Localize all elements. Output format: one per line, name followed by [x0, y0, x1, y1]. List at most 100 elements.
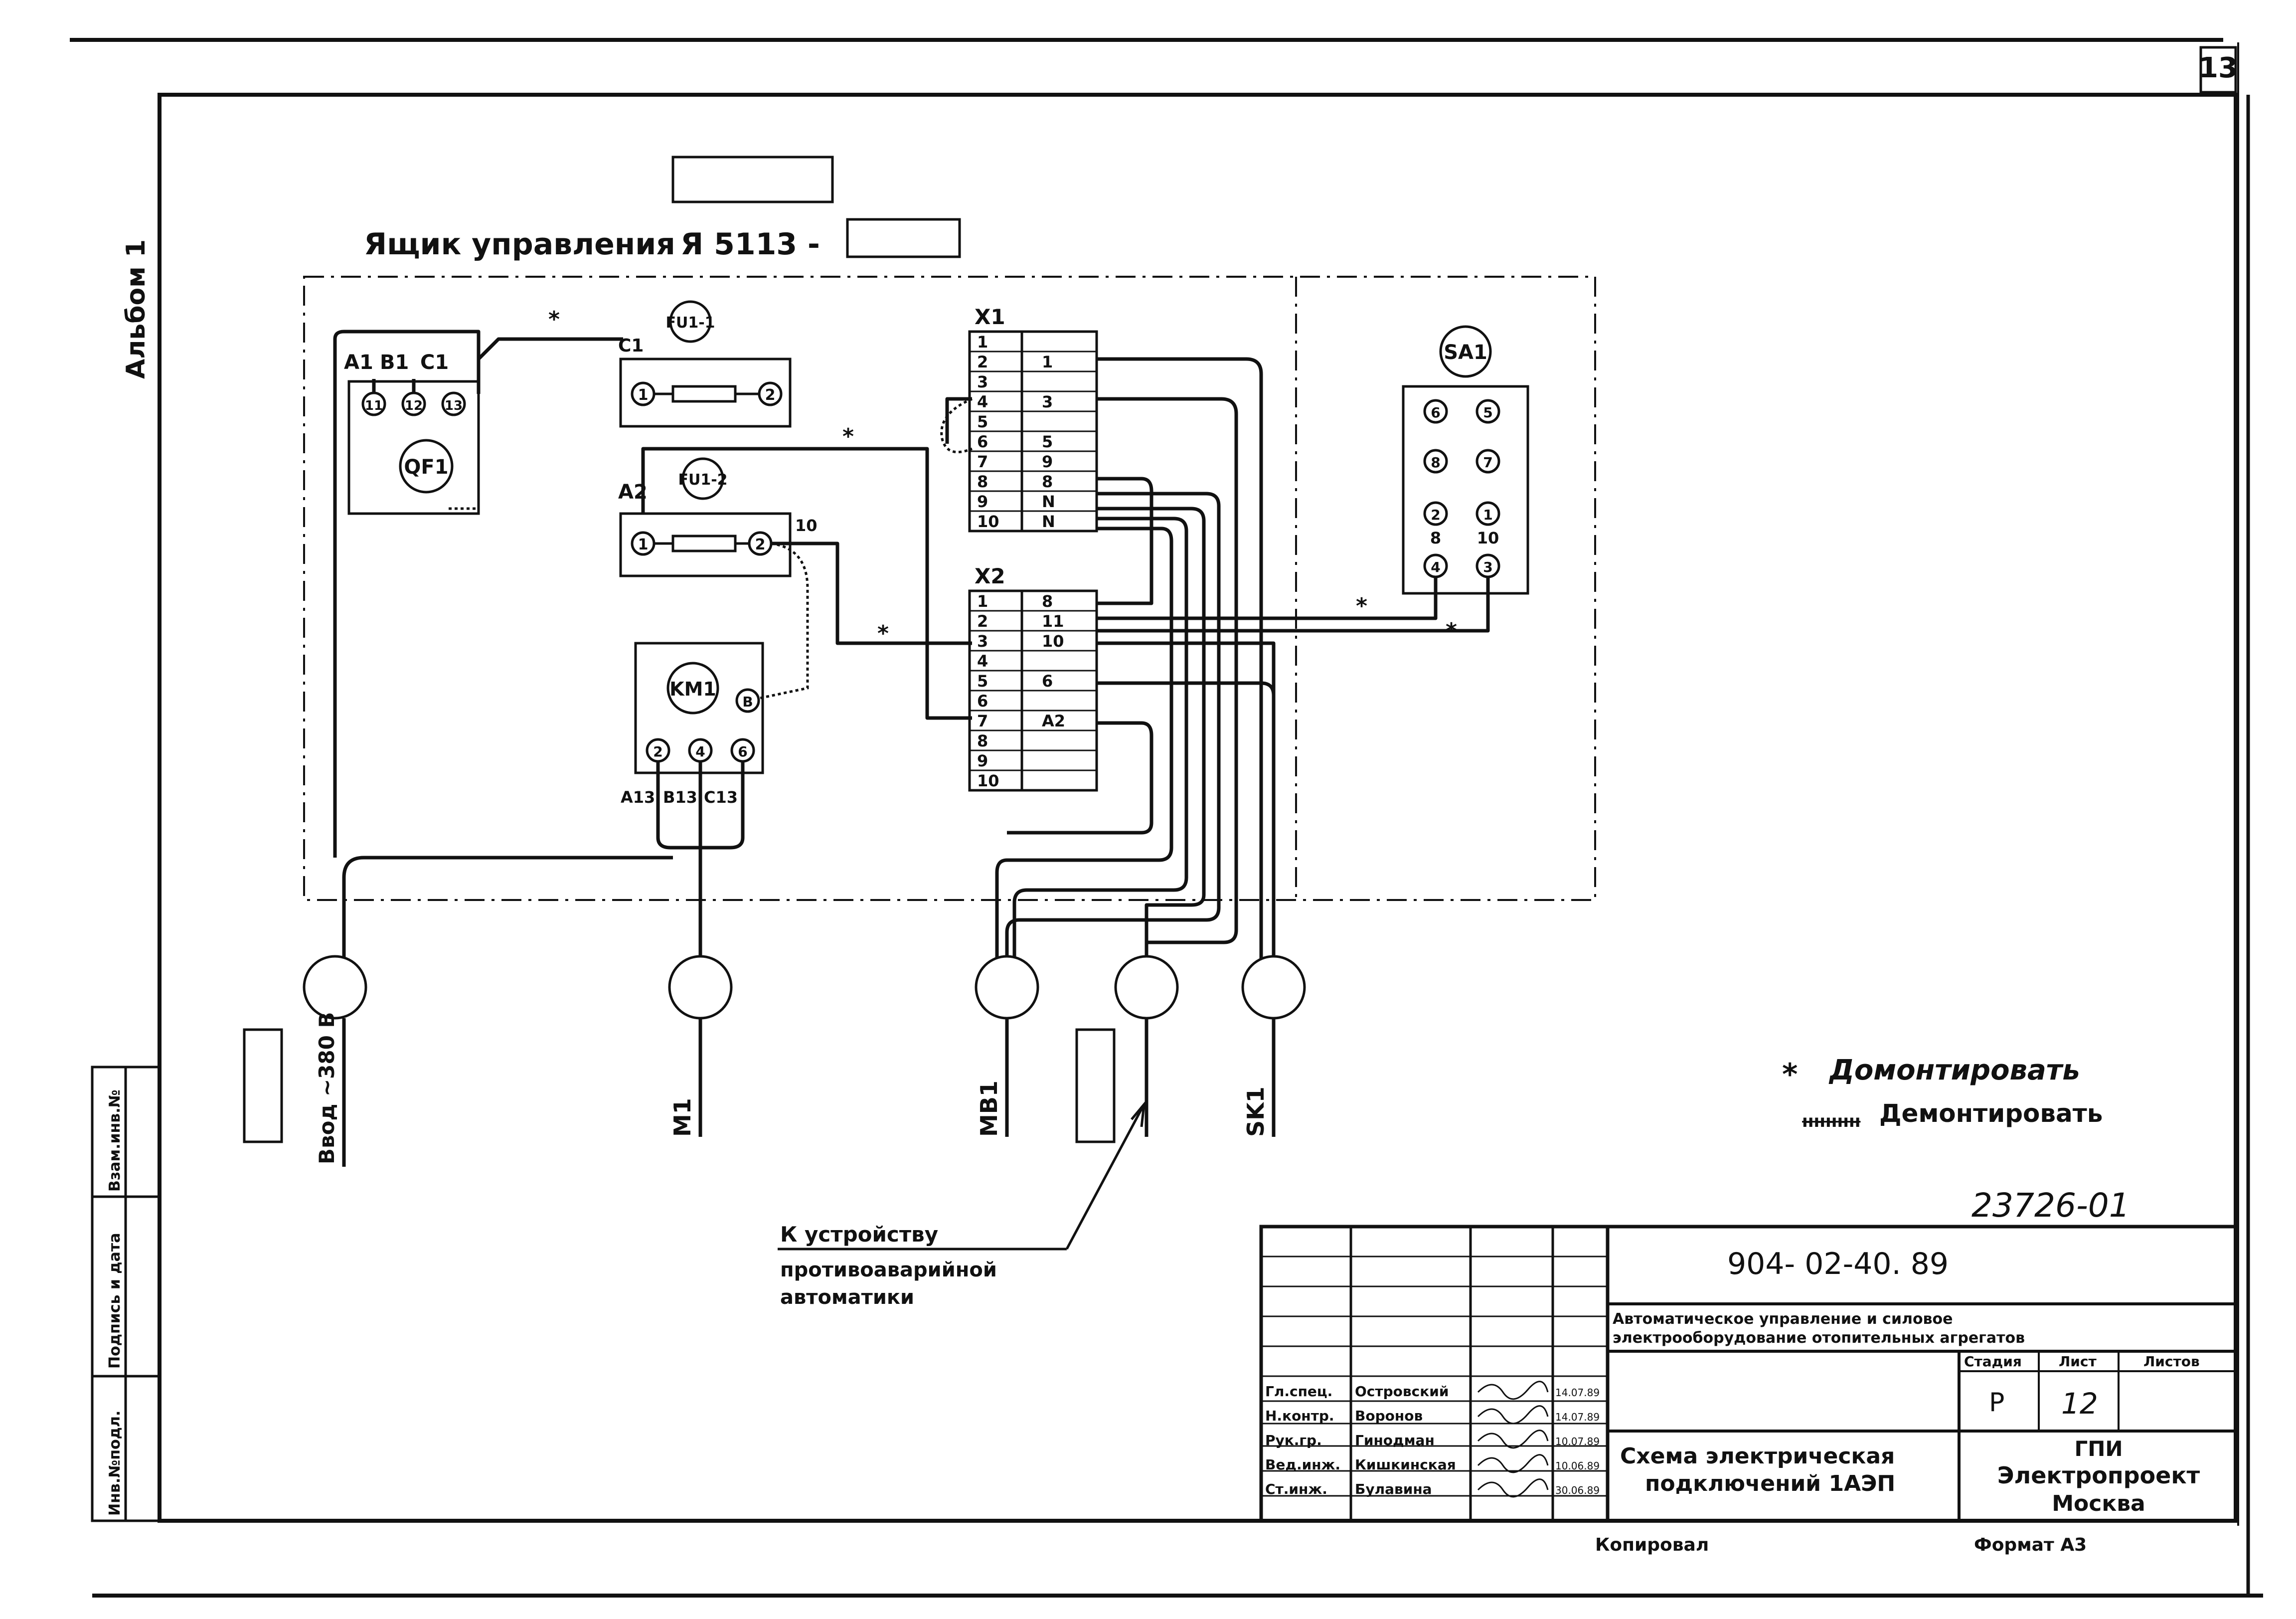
note-leader	[778, 1100, 1146, 1251]
x2-wire-number: 10	[1042, 632, 1064, 651]
qf1-pin-2: 12	[405, 398, 423, 413]
wiring	[333, 330, 1490, 980]
format-label: Формат А3	[1974, 1535, 2087, 1555]
svg-text:*: *	[548, 307, 560, 332]
sa1-pin: 2	[1431, 507, 1440, 523]
km1-pin-2: 2	[653, 743, 662, 760]
note-line-2: противоаварийной	[780, 1259, 997, 1281]
fu1-2-pin-1: 1	[638, 536, 649, 553]
fu1-2-pin-2: 2	[755, 536, 766, 553]
sa1-wire-label: 8	[1430, 529, 1441, 547]
signer-date: 14.07.89	[1555, 1387, 1600, 1399]
x1-terminal-number: 3	[977, 372, 988, 391]
side-stamp-inv-orig: Инв.№подл.	[106, 1411, 124, 1516]
x1-terminal-number: 2	[977, 353, 988, 371]
legend-mount: Домонтировать	[1828, 1054, 2080, 1086]
qf1-pin-3: 13	[445, 398, 463, 413]
qf1-pin-1: 11	[365, 398, 383, 413]
org-line-2: Электропроект	[1997, 1462, 2200, 1489]
org-line-1: ГПИ	[2074, 1437, 2123, 1461]
x1-wire-number: 9	[1042, 452, 1053, 471]
drawing-title-line-1: Схема электрическая	[1620, 1443, 1895, 1469]
signer-name: Воронов	[1355, 1408, 1423, 1424]
stage-header: Стадия	[1964, 1353, 2022, 1370]
fu1-1-pin-2: 2	[765, 386, 776, 404]
side-stamp	[91, 1066, 161, 1522]
sa1-label: SA1	[1444, 341, 1487, 364]
km1-pin-4: 4	[695, 743, 705, 760]
cable-tag-box	[1075, 1028, 1116, 1143]
signer-name: Булавина	[1355, 1481, 1432, 1497]
cabinet-number-box	[846, 218, 961, 258]
signature-scribble	[1477, 1454, 1549, 1473]
svg-text:*: *	[1446, 618, 1457, 644]
cabinet-enclosure	[303, 276, 1596, 901]
x1-wire-number: N	[1042, 512, 1055, 531]
signer-name: Островский	[1355, 1383, 1449, 1400]
signer-role: Н.контр.	[1265, 1408, 1334, 1424]
signer-date: 10.06.89	[1555, 1460, 1600, 1472]
cable-markers	[303, 955, 1306, 1020]
x2-terminal-number: 1	[977, 592, 988, 611]
doc-number: 23726-01	[1971, 1186, 2130, 1225]
dismount-wiring	[449, 397, 973, 700]
signer-role: Ст.инж.	[1265, 1481, 1327, 1497]
x2-terminal-number: 6	[977, 692, 988, 711]
cable-power-label: Ввод ~380 В	[315, 1012, 339, 1164]
side-stamp-sign-date: Подпись и дата	[106, 1233, 124, 1369]
title-block	[1259, 1225, 2238, 1523]
signer-date: 30.06.89	[1555, 1484, 1600, 1496]
project-code: 904- 02-40. 89	[1727, 1247, 1949, 1281]
sa1-switch	[1402, 325, 1529, 595]
org-line-3: Москва	[2052, 1491, 2145, 1516]
sa1-pin: 3	[1483, 559, 1492, 575]
cable-m1-label: M1	[669, 1098, 696, 1137]
x1-terminal-number: 4	[977, 392, 988, 411]
sheet-frame	[70, 38, 2263, 1598]
page-number: 13	[2199, 52, 2238, 84]
km1-term-c13: C13	[704, 788, 738, 807]
x2-terminal-number: 8	[977, 731, 988, 750]
km1-pin-6: 6	[738, 743, 747, 760]
fu1-1-label: FU1-1	[665, 314, 715, 332]
x2-wire-number: 6	[1042, 672, 1053, 691]
qf1-term-a1: A1	[344, 351, 373, 374]
x1-terminal-number: 6	[977, 432, 988, 451]
title-placeholder-box	[671, 156, 834, 203]
legend-mount-mark: *	[1782, 1057, 1798, 1092]
x1-wire-number: 8	[1042, 472, 1053, 491]
x1-wire-number: N	[1042, 492, 1055, 511]
legend-dismount-mark: ннннн	[1802, 1111, 1860, 1131]
km1-pin-b: B	[742, 694, 753, 710]
sa1-pin: 6	[1431, 404, 1440, 421]
signer-role: Гл.спец.	[1265, 1383, 1332, 1400]
note-line-3: автоматики	[780, 1286, 914, 1309]
x1-label: X1	[975, 305, 1005, 329]
signer-name: Кишкинская	[1355, 1456, 1456, 1473]
cabinet-type: Я 5113 -	[680, 227, 820, 262]
sheet-value: 12	[2061, 1387, 2098, 1421]
cable-mb1-label: MB1	[976, 1080, 1002, 1137]
album-label: Альбом 1	[121, 239, 151, 379]
x2-terminal-number: 9	[977, 751, 988, 770]
sa1-pin: 4	[1431, 559, 1440, 575]
x2-wire-number: 11	[1042, 612, 1064, 631]
project-title-line-2: электрооборудование отопительных агрегат…	[1613, 1329, 2025, 1347]
drawing-title-line-2: подключений 1АЭП	[1645, 1471, 1895, 1496]
cable-tag-box	[243, 1028, 283, 1143]
x2-wire-number: 8	[1042, 592, 1053, 611]
x1-terminal-number: 10	[977, 512, 999, 531]
km1-label: KM1	[669, 678, 716, 700]
stage-value: Р	[1989, 1388, 2004, 1418]
sa1-wire-label: 10	[1477, 529, 1499, 547]
signer-role: Вед.инж.	[1265, 1456, 1340, 1473]
x2-terminal-number: 5	[977, 672, 988, 691]
cable-tails	[342, 1018, 1276, 1167]
signer-name: Гинодман	[1355, 1432, 1435, 1448]
x2-terminal-number: 4	[977, 652, 988, 671]
signature-scribble	[1477, 1478, 1549, 1498]
x2-terminal-number: 3	[977, 632, 988, 651]
x2-terminal-number: 2	[977, 612, 988, 631]
svg-text:*: *	[842, 424, 854, 449]
